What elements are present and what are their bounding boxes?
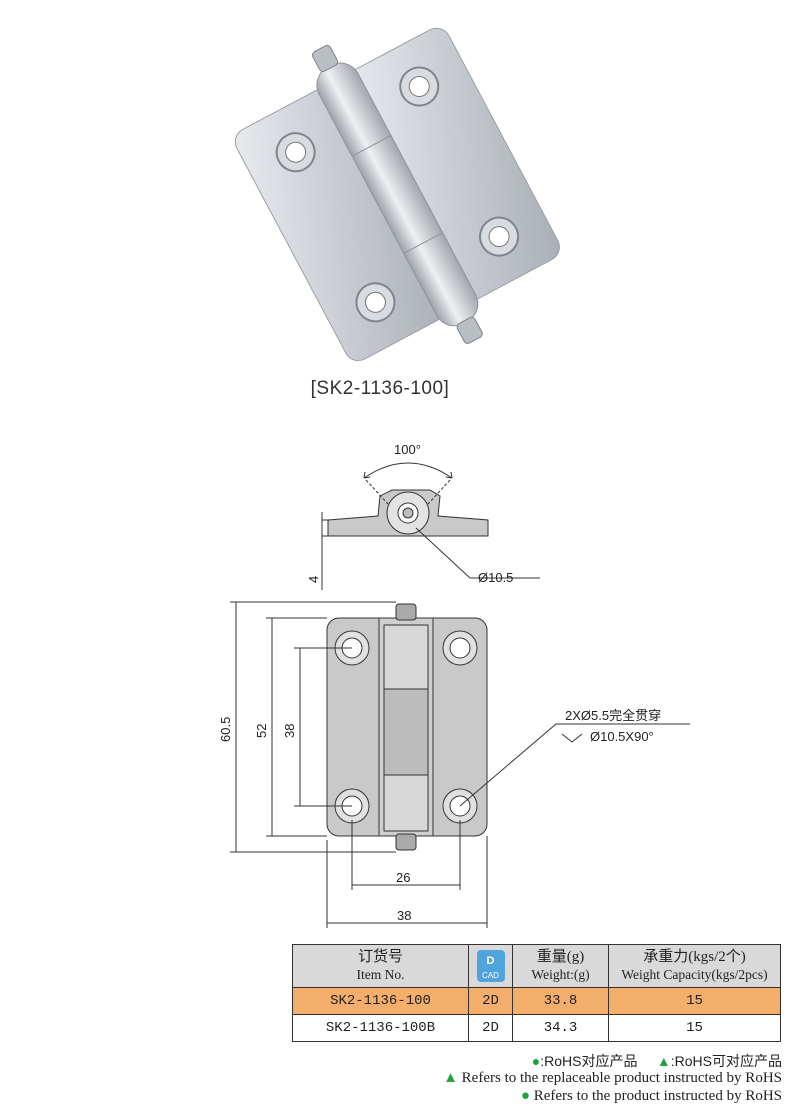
table-header: 订货号 Item No. D CAD 重量(g) Weight:(g) 承重力(… [292,944,781,988]
hinge-render [234,27,560,362]
header-item: 订货号 Item No. [292,944,469,988]
overall-width-label: 38 [397,908,411,923]
front-view [326,603,488,851]
thickness-label: 4 [306,576,321,583]
product-photo [234,27,560,362]
item-number: SK2-1136-100B [292,1014,469,1042]
rohs-legend-replaceable: ▲ Refers to the replaceable product inst… [443,1070,782,1086]
technical-drawing: 100° 4 Ø10.5 60.5 52 38 26 38 2XØ5.5完全贯穿… [218,442,690,928]
table-row: SK2-1136-100 2D 33.8 15 [292,987,781,1015]
weight-value: 34.3 [512,1014,609,1042]
hole-note-countersink: Ø10.5X90° [590,729,654,744]
dimension-lines [230,601,690,928]
header-capacity: 承重力(kgs/2个) Weight Capacity(kgs/2pcs) [608,944,781,988]
cad-link[interactable]: 2D [468,987,513,1015]
leaf-height-label: 52 [254,724,269,738]
cad-icon: D CAD [476,950,505,982]
rohs-legend-cn: ●:RoHS对应产品 ▲:RoHS可对应产品 [531,1053,782,1069]
product-caption: [SK2-1136-100] [310,378,450,399]
green-triangle-icon: ▲ [443,1070,458,1086]
spec-table: 订货号 Item No. D CAD 重量(g) Weight:(g) 承重力(… [292,944,781,1042]
rohs-legend-instructed: ● Refers to the product instructed by Ro… [520,1088,782,1104]
table-row: SK2-1136-100B 2D 34.3 15 [292,1014,781,1042]
angle-label: 100° [394,442,421,457]
countersink-symbol [561,733,583,743]
overall-height-label: 60.5 [218,717,233,742]
side-view [321,462,540,590]
capacity-value: 15 [608,1014,781,1042]
header-cad: D CAD [468,944,513,988]
pin-diameter-label: Ø10.5 [478,570,513,585]
green-circle-icon: ● [520,1088,530,1104]
hole-pitch-horizontal-label: 26 [396,870,410,885]
hole-note-through: 2XØ5.5完全贯穿 [565,708,661,723]
header-weight: 重量(g) Weight:(g) [512,944,609,988]
weight-value: 33.8 [512,987,609,1015]
hole-pitch-vertical-label: 38 [282,724,297,738]
green-circle-icon: ● [531,1053,541,1069]
green-triangle-icon: ▲ [656,1053,671,1069]
item-number: SK2-1136-100 [292,987,469,1015]
capacity-value: 15 [608,987,781,1015]
cad-link[interactable]: 2D [468,1014,513,1042]
